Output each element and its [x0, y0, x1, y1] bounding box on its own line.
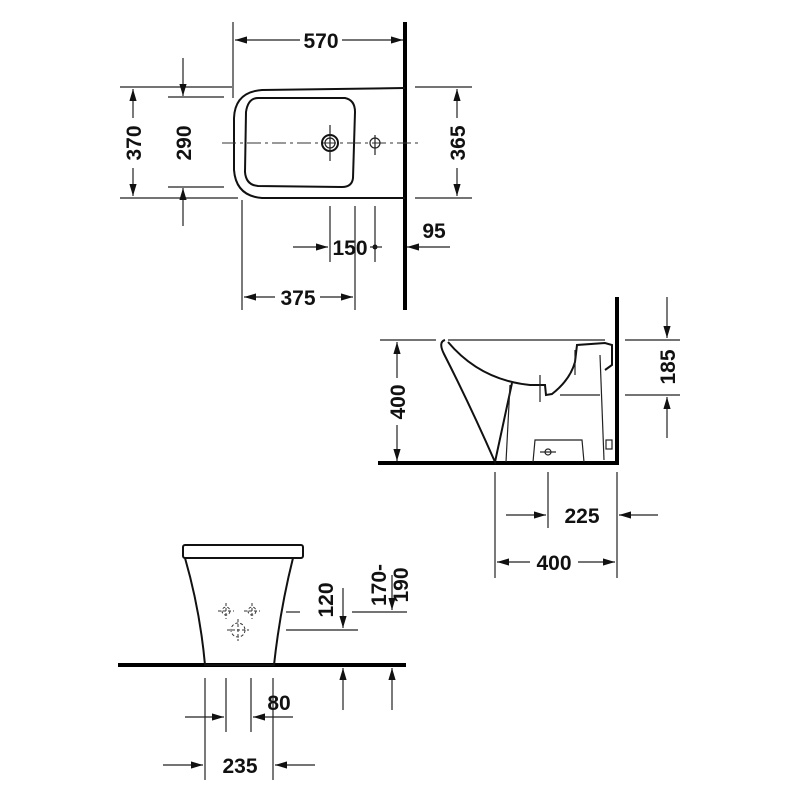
dim-290: 290: [173, 125, 196, 160]
top-view: 570 370 290 365 150 95 375: [120, 22, 472, 310]
dim-375: 375: [280, 287, 315, 310]
dim-235: 235: [222, 755, 257, 778]
dim-370: 370: [123, 125, 146, 160]
bowl-outline-top: [243, 97, 357, 189]
dim-80: 80: [267, 692, 290, 715]
dim-120: 120: [315, 582, 338, 617]
bidet-profile-front: [440, 339, 513, 466]
dim-570: 570: [303, 30, 338, 53]
dim-190: 190: [390, 567, 413, 602]
dim-400-depth: 400: [536, 552, 571, 575]
bidet-body-front: [184, 557, 294, 666]
seat-lid: [182, 544, 304, 559]
dim-185: 185: [657, 349, 680, 384]
dim-365: 365: [447, 125, 470, 160]
front-view: 120 170- 190 80 235: [118, 544, 413, 780]
bidet-outline-top: [233, 87, 406, 199]
connection-holes-icon: [218, 603, 260, 641]
dim-400-height: 400: [387, 384, 410, 419]
bidet-profile-bowl: [447, 341, 613, 397]
side-view: 400 185 225 400: [378, 297, 680, 578]
dim-150: 150: [332, 237, 367, 260]
dim-170: 170-: [368, 564, 391, 606]
dim-95: 95: [422, 220, 446, 243]
dim-225: 225: [564, 505, 599, 528]
